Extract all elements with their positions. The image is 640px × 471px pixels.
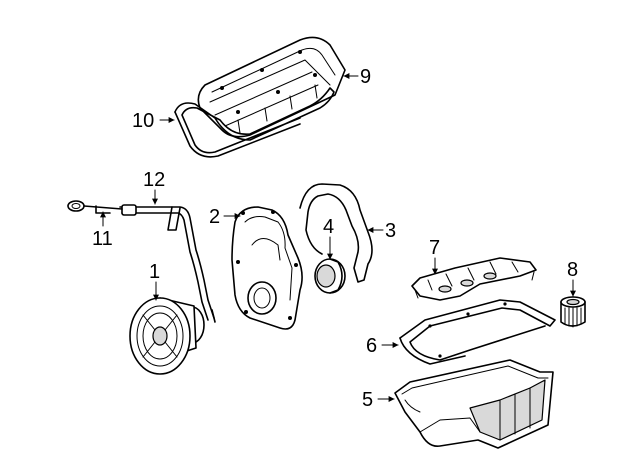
windage-tray[interactable] <box>411 257 537 301</box>
callout-5: 5 <box>362 389 373 411</box>
callout-labels: 1 2 3 4 5 6 7 8 9 10 11 12 <box>92 66 578 411</box>
oil-pan[interactable] <box>394 359 554 449</box>
valve-cover-gasket[interactable] <box>174 87 335 158</box>
oil-dipstick[interactable] <box>67 200 123 214</box>
front-cover[interactable] <box>231 206 303 330</box>
callout-11: 11 <box>92 228 113 250</box>
front-cover-gasket[interactable] <box>299 183 373 283</box>
callout-12: 12 <box>143 169 165 191</box>
oil-filter[interactable] <box>560 296 586 328</box>
oil-pan-gasket[interactable] <box>399 299 556 365</box>
callout-3: 3 <box>385 220 396 242</box>
leader-lines <box>100 73 576 402</box>
callout-2: 2 <box>209 206 220 228</box>
callout-6: 6 <box>366 335 377 357</box>
callout-1: 1 <box>149 261 160 283</box>
harmonic-balancer[interactable] <box>129 297 216 375</box>
callout-7: 7 <box>429 237 440 259</box>
callout-4: 4 <box>323 216 334 238</box>
callout-9: 9 <box>360 66 371 88</box>
dipstick-tube[interactable] <box>119 204 215 321</box>
callout-8: 8 <box>567 259 578 281</box>
crankshaft-seal[interactable] <box>314 258 346 294</box>
valve-cover[interactable] <box>197 36 346 138</box>
callout-10: 10 <box>132 110 154 132</box>
